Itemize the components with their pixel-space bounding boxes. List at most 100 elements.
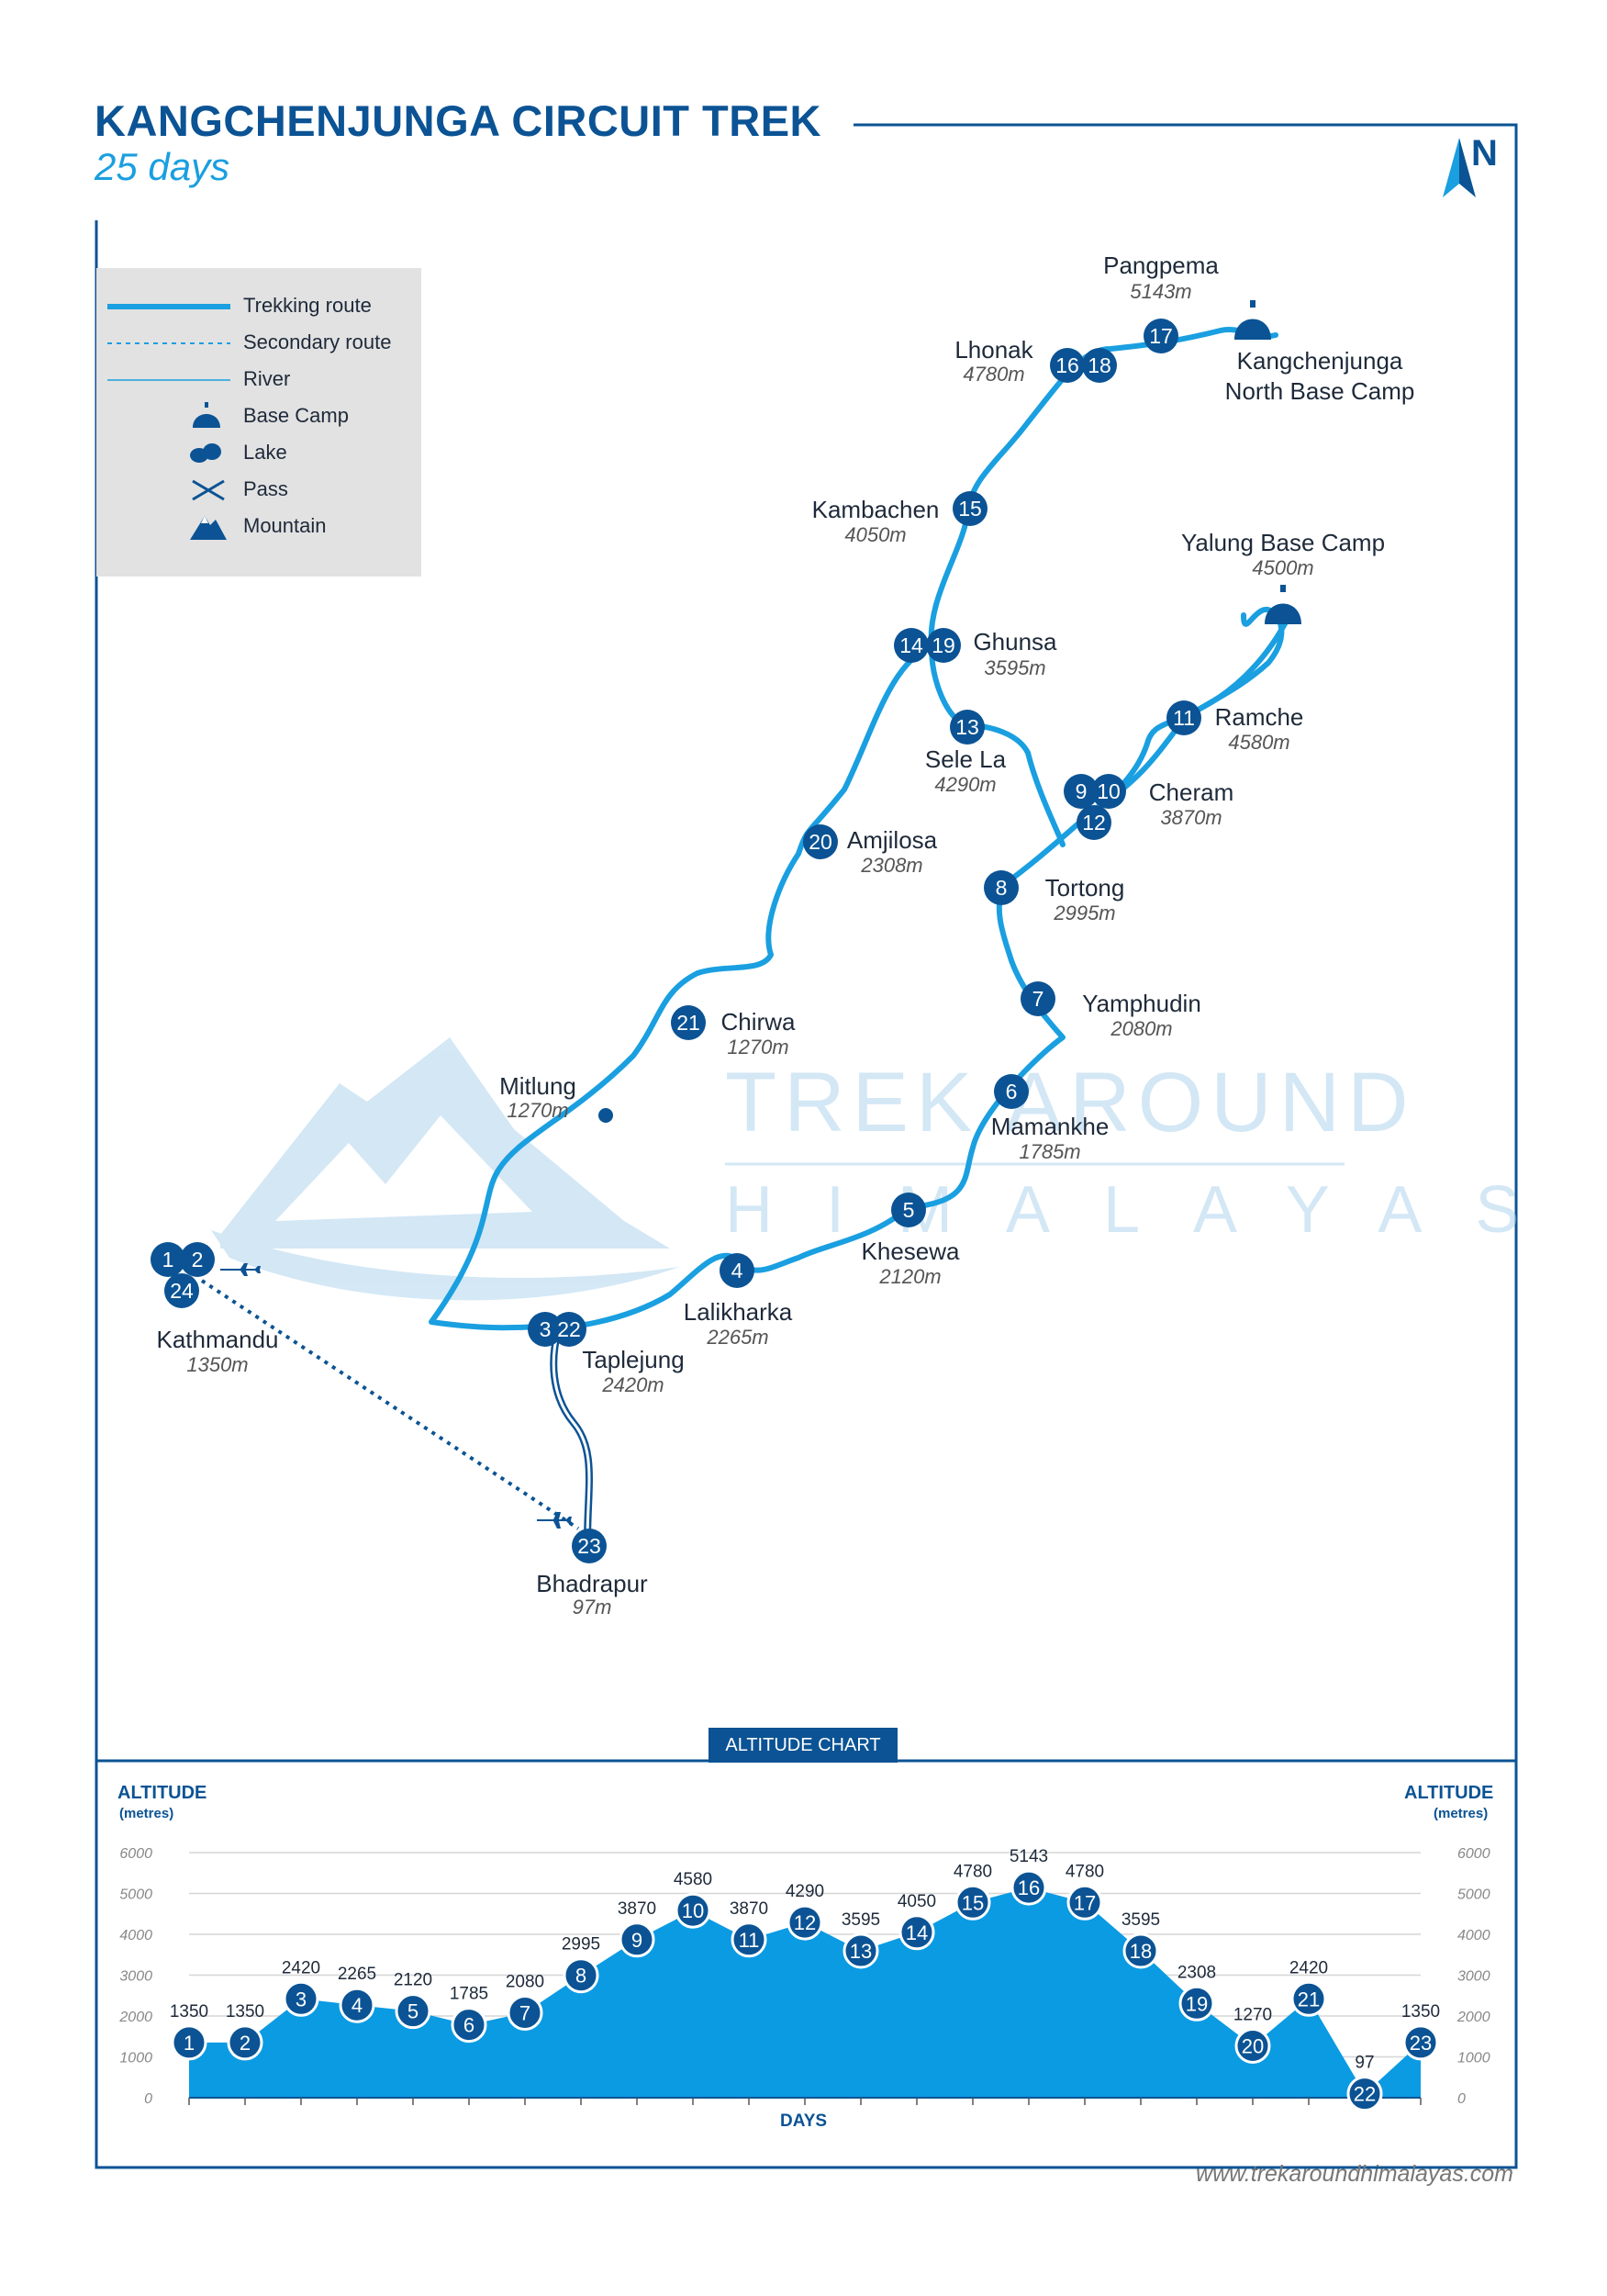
day-marker: 8 (984, 870, 1019, 905)
elev-tortong: 2995m (1053, 902, 1115, 924)
label-taplejung: Taplejung (582, 1346, 684, 1373)
y-tick-label-left: 2000 (118, 2010, 152, 2025)
label-bhadrapur: Bhadrapur (536, 1570, 648, 1597)
watermark-line1: TREK AROUND (725, 1056, 1416, 1149)
altitude-value-label: 2120 (394, 1971, 432, 1990)
data-point (675, 1892, 711, 1929)
label-yalung: Yalung Base Camp (1181, 529, 1385, 556)
day-marker: 15 (953, 491, 988, 526)
day-marker: 17 (1144, 319, 1178, 353)
legend-item-secondary-route: Secondary route (96, 325, 421, 362)
day-number-label: 5 (407, 2000, 418, 2023)
altitude-value-label: 1350 (1401, 2002, 1440, 2022)
label-chirwa: Chirwa (721, 1008, 796, 1036)
svg-text:9: 9 (1076, 779, 1088, 803)
y-tick-label-right: 2000 (1456, 2010, 1490, 2025)
elev-bhadrapur: 97m (573, 1596, 612, 1618)
north-compass-icon: N (1443, 133, 1498, 197)
day-marker: 22 (552, 1312, 586, 1347)
svg-text:12: 12 (1082, 811, 1106, 834)
day-number-label: 13 (850, 1940, 872, 1963)
label-kangchenjunga: Kangchenjunga (1237, 347, 1403, 375)
elev-ghunsa: 3595m (984, 656, 1045, 679)
day-number-label: 18 (1130, 1940, 1152, 1963)
elev-lhonak: 4780m (963, 363, 1024, 386)
route-sele-la (929, 644, 1066, 847)
route-return (429, 644, 934, 1331)
day-marker: 14 (894, 628, 929, 663)
svg-text:7: 7 (1032, 987, 1044, 1011)
svg-text:17: 17 (1149, 324, 1173, 348)
altitude-value-label: 3595 (1122, 1910, 1160, 1930)
legend-item-lake: Lake (96, 435, 421, 472)
day-marker: 6 (994, 1074, 1029, 1109)
data-point (1122, 1932, 1159, 1969)
data-point (787, 1904, 823, 1941)
day-number-label: 16 (1018, 1876, 1040, 1899)
svg-text:15: 15 (958, 497, 982, 521)
altitude-area (189, 1887, 1421, 2098)
altitude-value-label: 4780 (1066, 1862, 1104, 1881)
svg-text:1: 1 (162, 1248, 174, 1271)
x-axis-title: DAYS (780, 2111, 828, 2131)
y-tick-label-left: 6000 (119, 1846, 152, 1862)
y-tick-label-left: 5000 (119, 1887, 152, 1903)
label-mamankhe: Mamankhe (991, 1113, 1110, 1140)
day-marker: 10 (1091, 774, 1126, 809)
label-mitlung: Mitlung (499, 1072, 576, 1100)
label-lhonak: Lhonak (954, 336, 1033, 364)
y-tick-label-left: 3000 (119, 1969, 152, 1985)
day-number-label: 4 (352, 1994, 363, 2017)
data-point (1010, 1869, 1047, 1906)
base-camp-icon (193, 402, 220, 428)
label-kathmandu: Kathmandu (157, 1326, 279, 1353)
svg-text:14: 14 (899, 633, 923, 657)
altitude-value-label: 4780 (954, 1862, 992, 1881)
day-number-label: 10 (682, 1899, 704, 1922)
day-marker: 12 (1077, 805, 1111, 840)
y-axis-title-right: ALTITUDE (1404, 1783, 1494, 1803)
base-camp-icon-yalung (1265, 585, 1301, 624)
day-marker: 2 (180, 1242, 215, 1277)
altitude-chart-badge: ALTITUDE CHART (709, 1728, 898, 1763)
secondary-route-line-icon (107, 342, 230, 344)
altitude-value-label: 3870 (618, 1899, 656, 1919)
y-tick-label-right: 6000 (1457, 1846, 1490, 1862)
label-pangpema: Pangpema (1103, 252, 1219, 279)
svg-text:10: 10 (1097, 779, 1121, 803)
data-point (1234, 2027, 1271, 2064)
day-number-label: 7 (519, 2001, 530, 2024)
elev-khesewa: 2120m (878, 1265, 941, 1288)
label-khesewa: Khesewa (862, 1238, 960, 1265)
y-axis-unit-left: (metres) (119, 1806, 174, 1821)
data-point (339, 1987, 375, 2023)
y-tick-label-left: 4000 (119, 1928, 152, 1943)
altitude-value-label: 1350 (226, 2002, 264, 2022)
elev-chirwa: 1270m (727, 1036, 788, 1058)
day-number-label: 17 (1074, 1891, 1096, 1914)
y-tick-label-right: 3000 (1457, 1969, 1490, 1985)
day-number-label: 14 (906, 1921, 928, 1944)
day-marker: 7 (1021, 981, 1055, 1016)
data-point (451, 2007, 487, 2044)
day-marker: 18 (1082, 348, 1117, 383)
data-point (1346, 2076, 1383, 2112)
altitude-value-label: 2308 (1177, 1963, 1216, 1982)
altitude-value-label: 2420 (1289, 1958, 1328, 1977)
data-point (283, 1980, 319, 2017)
altitude-value-label: 2080 (506, 1972, 544, 1991)
svg-text:8: 8 (996, 876, 1008, 900)
website-url: www.trekaroundhimalayas.com (1196, 2161, 1513, 2187)
altitude-value-label: 97 (1355, 2054, 1374, 2073)
y-tick-label-left: 0 (144, 2091, 152, 2107)
svg-text:20: 20 (809, 830, 832, 854)
elev-yamphudin: 2080m (1110, 1017, 1172, 1040)
day-number-label: 21 (1298, 1988, 1320, 2010)
day-number-label: 1 (184, 2032, 195, 2055)
svg-text:19: 19 (932, 633, 955, 657)
data-point (898, 1914, 935, 1951)
day-number-label: 2 (240, 2032, 251, 2055)
day-marker: 24 (164, 1273, 199, 1308)
place-labels: Pangpema 5143m Lhonak 4780m Kangchenjung… (157, 252, 1415, 1618)
